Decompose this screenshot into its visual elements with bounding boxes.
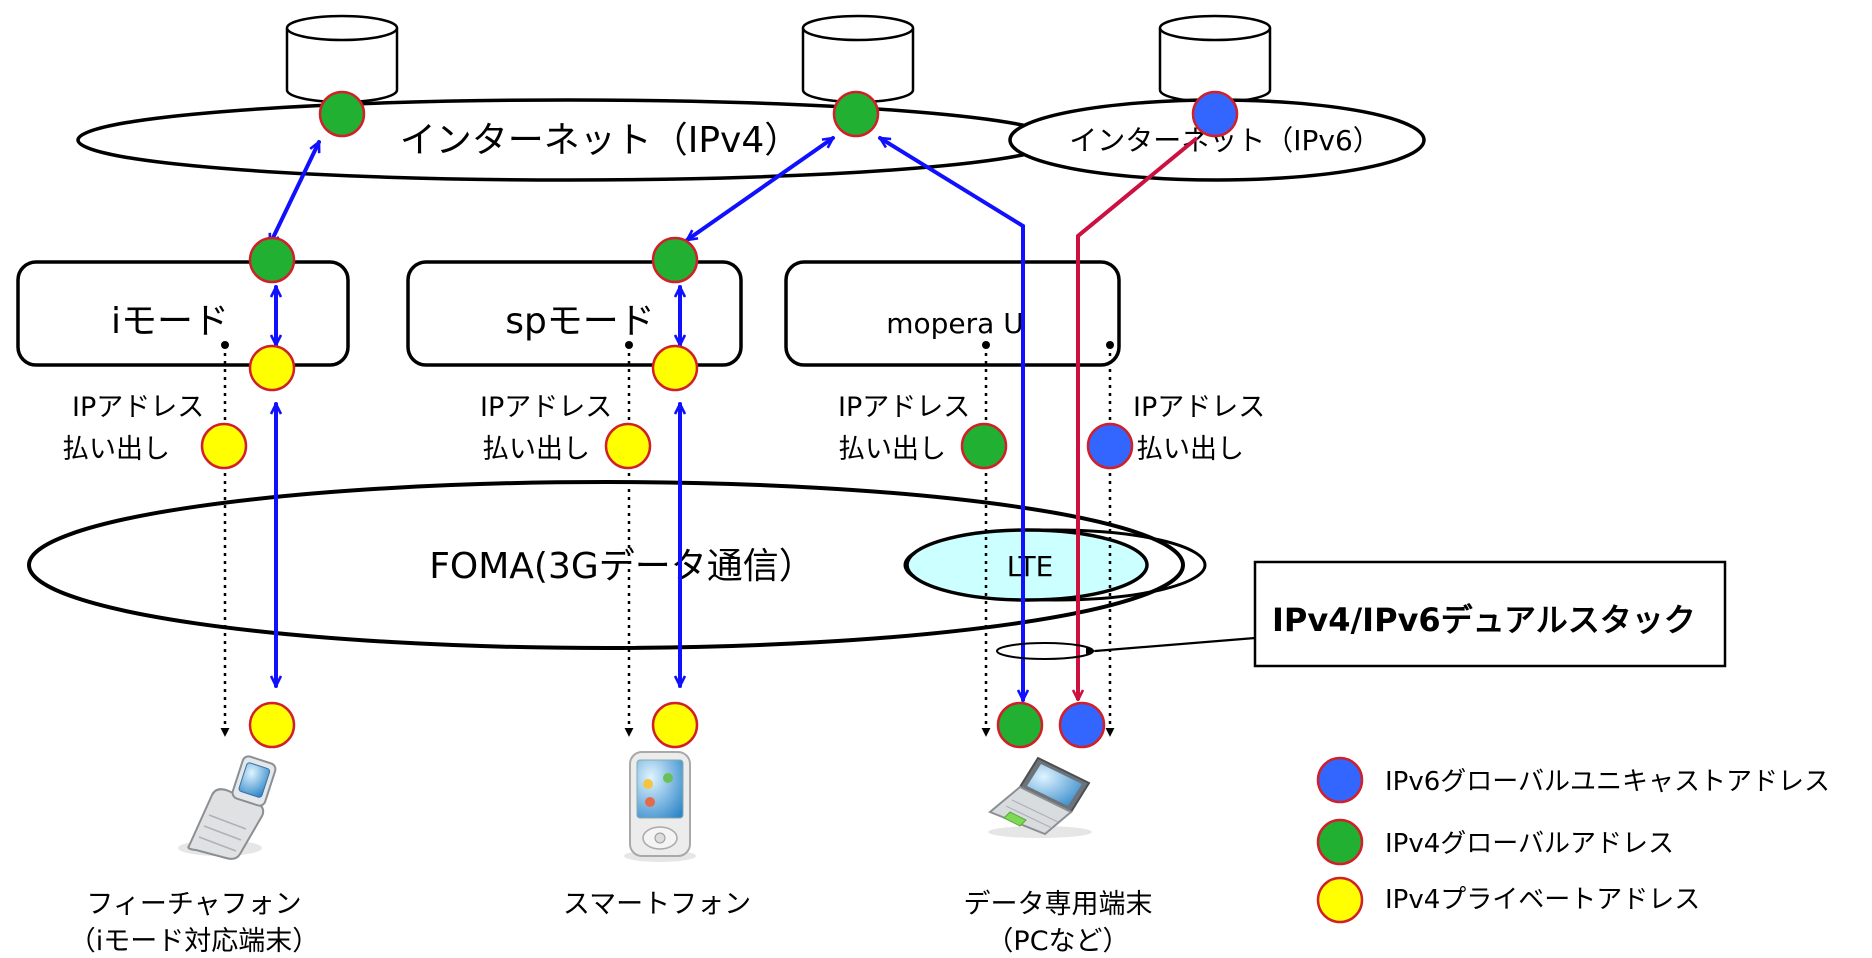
svg-text:IPv4プライベートアドレス: IPv4プライベートアドレス xyxy=(1385,885,1700,915)
imode-box xyxy=(16,260,350,367)
ip-payout-label-imode: IPアドレス 払い出し xyxy=(62,392,204,465)
svg-text:IPアドレス: IPアドレス xyxy=(480,392,612,423)
svg-text:払い出し: 払い出し xyxy=(838,434,946,465)
legend-item-ipv6-global: IPv6グローバルユニキャストアドレス xyxy=(1316,756,1830,804)
ip-payout-label-spmode: IPアドレス 払い出し xyxy=(480,392,612,465)
laptop-icon xyxy=(988,756,1092,838)
svg-text:払い出し: 払い出し xyxy=(482,434,590,465)
svg-text:IPアドレス: IPアドレス xyxy=(72,392,204,423)
legend-item-ipv4-private: IPv4プライベートアドレス xyxy=(1316,876,1700,924)
server-icon xyxy=(285,14,399,104)
ip-payout-label-mopera-v4: IPアドレス 払い出し xyxy=(838,392,970,465)
spmode-label: spモード xyxy=(505,301,655,342)
dual-stack-callout: IPv4/IPv6デュアルスタック xyxy=(996,560,1727,668)
svg-text:データ専用端末: データ専用端末 xyxy=(964,889,1153,920)
smartphone-caption: スマートフォン xyxy=(563,889,751,920)
data-terminal-caption: データ専用端末 （PCなど） xyxy=(964,889,1153,957)
svg-text:スマートフォン: スマートフォン xyxy=(563,889,751,920)
legend: IPv6グローバルユニキャストアドレス IPv4グローバルアドレス IPv4プラ… xyxy=(1316,756,1830,924)
foma-label: FOMA(3Gデータ通信） xyxy=(429,546,815,587)
feature-phone-icon xyxy=(178,755,277,860)
svg-text:払い出し: 払い出し xyxy=(62,434,170,465)
feature-phone-caption: フィーチャフォン （iモード対応端末） xyxy=(69,889,320,957)
svg-text:（PCなど）: （PCなど） xyxy=(986,926,1129,957)
mopera-label: mopera U xyxy=(886,307,1023,340)
legend-item-ipv4-global: IPv4グローバルアドレス xyxy=(1316,818,1674,866)
imode-label: iモード xyxy=(111,301,229,342)
ipv4-flow-arrows xyxy=(268,136,1023,702)
smartphone-icon xyxy=(624,751,696,862)
spmode-box xyxy=(406,260,743,367)
lte-label: LTE xyxy=(1007,550,1054,583)
ip-payout-label-mopera-v6: IPアドレス 払い出し xyxy=(1133,392,1265,465)
server-icon xyxy=(1158,14,1272,104)
svg-text:IPv4/IPv6デュアルスタック: IPv4/IPv6デュアルスタック xyxy=(1272,601,1696,639)
svg-text:（iモード対応端末）: （iモード対応端末） xyxy=(69,926,320,957)
svg-text:IPアドレス: IPアドレス xyxy=(1133,392,1265,423)
svg-text:フィーチャフォン: フィーチャフォン xyxy=(86,889,301,920)
address-dots xyxy=(200,90,1239,749)
svg-text:IPアドレス: IPアドレス xyxy=(838,392,970,423)
svg-text:IPv4グローバルアドレス: IPv4グローバルアドレス xyxy=(1385,829,1674,859)
ipv6-flow-arrow xyxy=(1078,136,1199,700)
svg-text:払い出し: 払い出し xyxy=(1136,434,1244,465)
server-icon xyxy=(801,14,915,104)
svg-text:IPv6グローバルユニキャストアドレス: IPv6グローバルユニキャストアドレス xyxy=(1385,767,1830,797)
internet-ipv4-label: インターネット（IPv4） xyxy=(400,120,801,161)
